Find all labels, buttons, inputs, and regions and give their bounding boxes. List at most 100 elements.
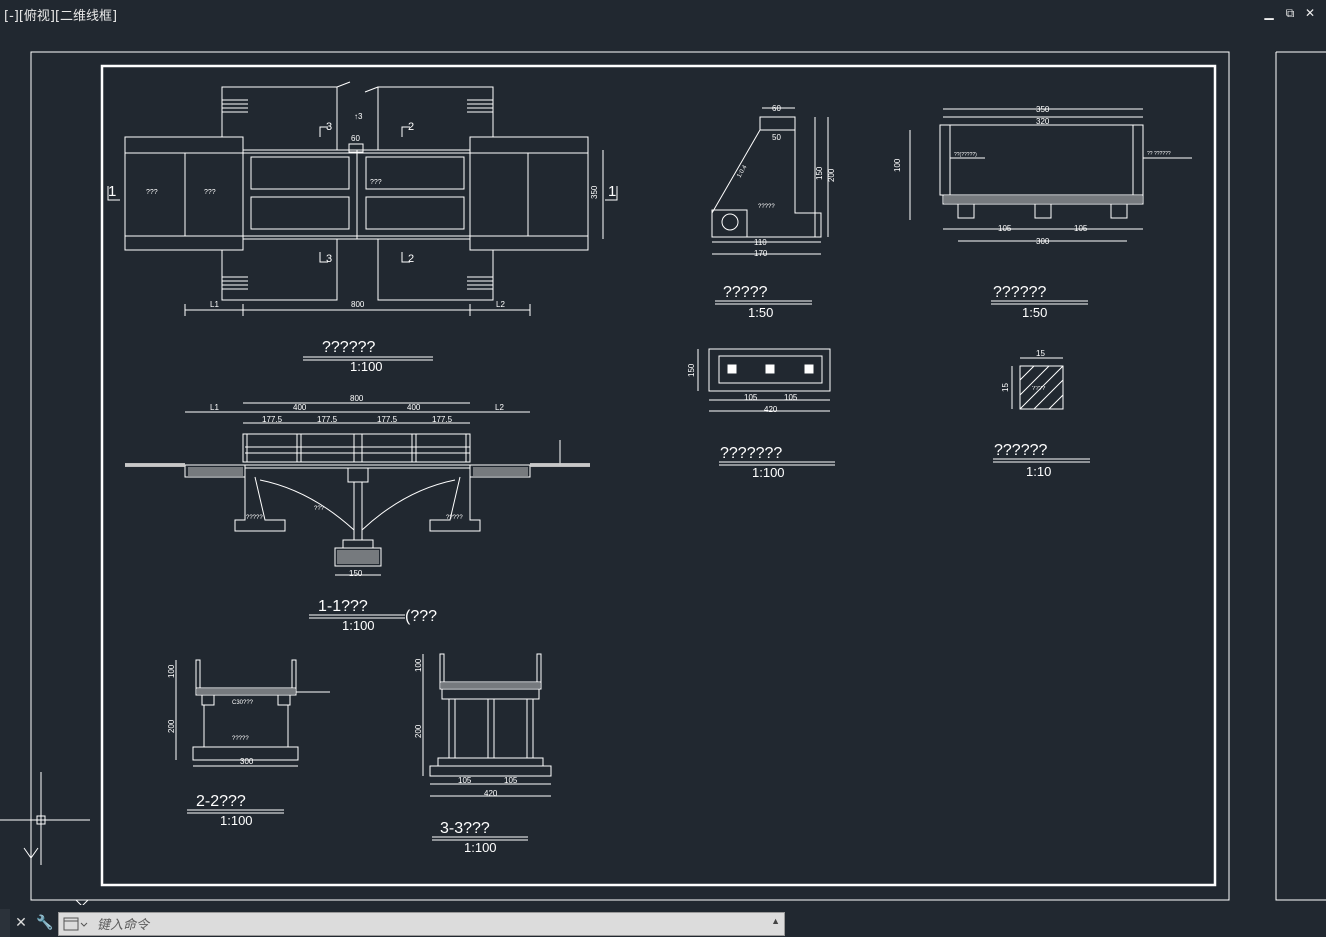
- detail-b-dim-105b: 105: [1074, 224, 1088, 233]
- s11-dim-l2: L2: [495, 403, 504, 412]
- detail-a-dim-150: 150: [815, 166, 824, 180]
- plan-zone-b: ???: [204, 189, 216, 196]
- section22-scale: 1:100: [220, 813, 253, 828]
- detail-b-dim-320: 320: [1036, 117, 1050, 126]
- s11-dim-400a: 400: [293, 403, 307, 412]
- plan-view: [107, 81, 618, 316]
- s11-dim-l1: L1: [210, 403, 219, 412]
- detail-a-dim-110: 110: [754, 238, 767, 247]
- abutment-hatch-left: [188, 467, 243, 476]
- detail-b-dim-350: 350: [1036, 105, 1050, 114]
- s22-note2: C30???: [232, 700, 254, 706]
- command-history-icon[interactable]: ▲: [771, 916, 780, 926]
- close-command-icon[interactable]: ✕: [15, 915, 27, 931]
- detail-a-scale: 1:50: [748, 305, 773, 320]
- plan-cut3-top: 3: [326, 121, 332, 133]
- plan-cut2-bottom: 2: [408, 253, 414, 265]
- detail-a-dim-200: 200: [827, 168, 836, 182]
- sheet-inner-frame: [100, 64, 1217, 887]
- s11-note-mid: ???: [314, 506, 325, 512]
- s11-note-left: ?????: [246, 515, 263, 521]
- detail-d-dim-top: 15: [1036, 349, 1045, 358]
- section11-title: 1-1???: [318, 598, 368, 615]
- plan-zone-a: ???: [146, 189, 158, 196]
- restore-icon[interactable]: ⧉: [1285, 6, 1295, 20]
- viewport-label[interactable]: [-][俯视][二维线框]: [4, 9, 118, 24]
- detail-a-dim-60: 60: [772, 104, 781, 113]
- section-1-1: [125, 402, 590, 576]
- s33-dim-105b: 105: [504, 776, 518, 785]
- command-input[interactable]: [95, 915, 739, 935]
- detail-d-dim-side: 15: [1001, 383, 1010, 392]
- s11-dim-800: 800: [350, 394, 364, 403]
- drawing-canvas[interactable]: ?????? 1:100 800 L1 L2 350 1 1 3 2 3 2 ↑…: [0, 0, 1326, 905]
- detail-c-scale: 1:100: [752, 465, 785, 480]
- plan-cut-left: 1: [108, 183, 116, 200]
- detail-c-title: ???????: [720, 445, 782, 462]
- detail-b-dim-105a: 105: [998, 224, 1012, 233]
- section33-title: 3-3???: [440, 820, 490, 837]
- s22-note: ?????: [232, 736, 249, 742]
- command-box: ▲: [58, 912, 785, 936]
- detail-c-plan: [697, 348, 831, 412]
- close-icon[interactable]: ✕: [1304, 6, 1316, 20]
- wrench-icon[interactable]: 🔧: [36, 915, 54, 931]
- plan-zone-c: ???: [370, 179, 382, 186]
- detail-a-dim-50: 50: [772, 133, 781, 142]
- detail-c-dim-420: 420: [764, 405, 778, 414]
- detail-b-dim-300: 300: [1036, 237, 1050, 246]
- plan-dim-total: 800: [351, 300, 365, 309]
- section-2-2: [175, 659, 330, 767]
- detail-d-title: ??????: [994, 442, 1047, 459]
- pier-footing-hatch: [337, 550, 379, 564]
- plan-dim-side: 350: [590, 185, 599, 199]
- s11-dim-1775d: 177.5: [432, 415, 453, 424]
- plan-scale: 1:100: [350, 359, 383, 374]
- s33-dim-105a: 105: [458, 776, 472, 785]
- detail-c-dim-105a: 105: [744, 393, 758, 402]
- ground-hatch-right: [530, 463, 590, 467]
- detail-b-dim-100: 100: [893, 158, 902, 172]
- plan-cut3-bottom: 3: [326, 253, 332, 265]
- detail-d-note: ????: [1032, 386, 1046, 392]
- detail-d-post: [1011, 357, 1064, 410]
- s22-dim-100: 100: [167, 664, 176, 678]
- detail-a-title: ?????: [723, 284, 768, 301]
- plan-cut2-top: 2: [408, 121, 414, 133]
- detail-a-dim-170: 170: [754, 249, 768, 258]
- slab-hatch-2-2: [197, 689, 295, 694]
- s11-dim-1775b: 177.5: [317, 415, 338, 424]
- abutment-hatch-right: [473, 467, 528, 476]
- detail-c-dim-105b: 105: [784, 393, 798, 402]
- s33-dim-420: 420: [484, 789, 498, 798]
- s22-dim-200: 200: [167, 719, 176, 733]
- s33-dim-200: 200: [414, 724, 423, 738]
- s11-note-right: ?????: [446, 515, 463, 521]
- section33-scale: 1:100: [464, 840, 497, 855]
- ucs-icon: [0, 772, 90, 905]
- plan-title: ??????: [322, 339, 375, 356]
- detail-b-scale: 1:50: [1022, 305, 1047, 320]
- s11-dim-1775c: 177.5: [377, 415, 398, 424]
- plan-dim-60: 60: [351, 134, 360, 143]
- section-3-3: [422, 653, 552, 797]
- s11-dim-1775a: 177.5: [262, 415, 283, 424]
- command-bar-grip[interactable]: [0, 909, 10, 937]
- section22-title: 2-2???: [196, 793, 246, 810]
- ground-hatch-left: [125, 463, 185, 467]
- s11-dim-base: 150: [349, 569, 363, 578]
- plan-dim-l2: L2: [496, 300, 505, 309]
- command-bar: ✕ 🔧 ▲: [0, 909, 786, 937]
- detail-b-title: ??????: [993, 284, 1046, 301]
- plan-north-mark: ↑3: [354, 112, 363, 121]
- recent-commands-icon[interactable]: [63, 916, 89, 932]
- detail-b-note-right: ?? ??????: [1147, 151, 1171, 157]
- minimize-icon[interactable]: ▁: [1264, 6, 1274, 20]
- s22-dim-300: 300: [240, 757, 254, 766]
- detail-b-deck: [909, 108, 1192, 242]
- section11-suffix: (???: [405, 608, 437, 625]
- detail-a-note: ?????: [758, 204, 775, 210]
- s33-dim-100: 100: [414, 658, 423, 672]
- detail-c-dim-side: 150: [687, 363, 696, 377]
- deck-hatch: [944, 196, 1142, 203]
